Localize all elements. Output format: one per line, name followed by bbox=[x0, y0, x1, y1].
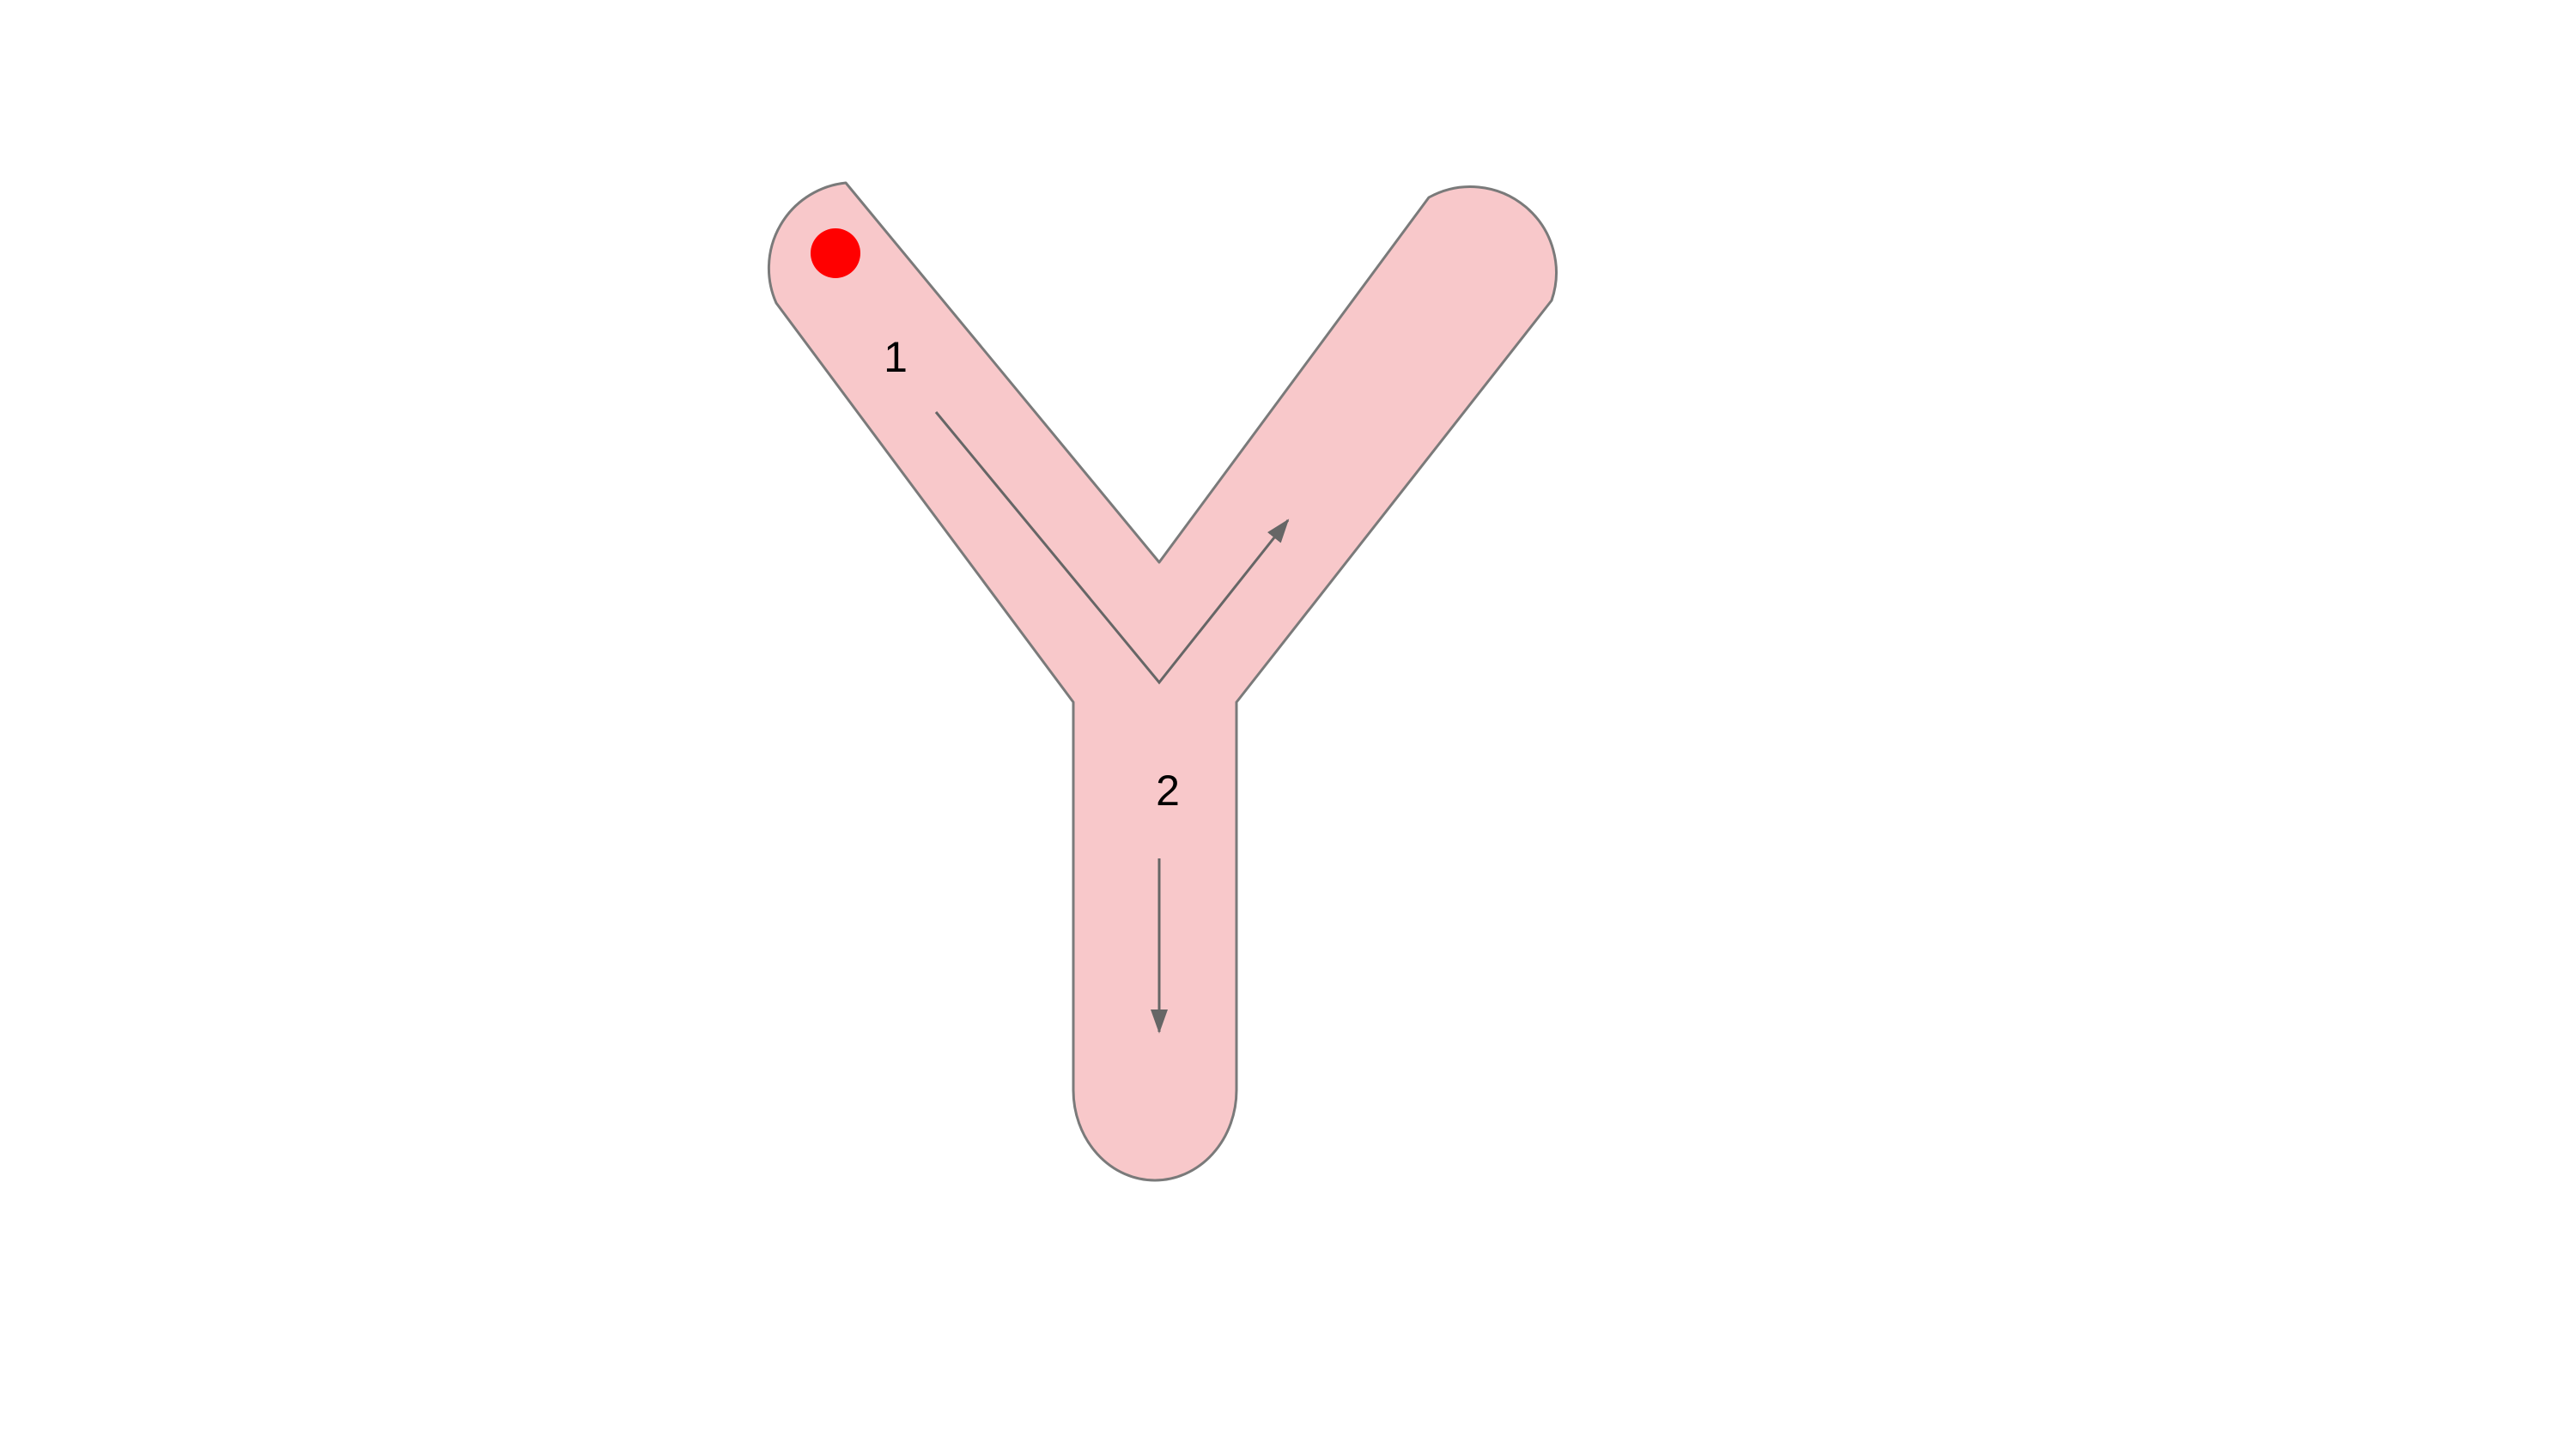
stroke-1-path-arrow bbox=[934, 411, 1290, 685]
step-2-number: 2 bbox=[1156, 767, 1180, 815]
letter-y-shape bbox=[767, 181, 1558, 1182]
step-1-number: 1 bbox=[884, 333, 908, 381]
start-dot bbox=[811, 228, 860, 278]
